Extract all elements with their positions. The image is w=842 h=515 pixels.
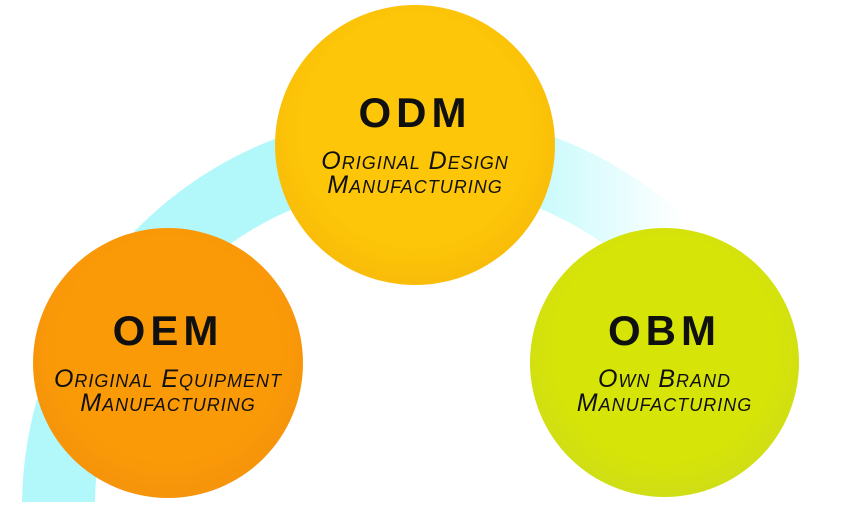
oem-title: OEM — [112, 307, 224, 355]
odm-title: ODM — [358, 89, 472, 137]
connector-arc-path — [22, 112, 690, 503]
odm-subtitle-line2: Manufacturing — [327, 171, 503, 199]
circle-obm: OBM Own Brand Manufacturing — [530, 228, 799, 497]
oem-subtitle-line2: Manufacturing — [80, 389, 256, 417]
circle-odm: ODM Original Design Manufacturing — [275, 5, 555, 285]
circle-oem: OEM Original Equipment Manufacturing — [33, 228, 303, 498]
obm-title: OBM — [608, 306, 721, 354]
odm-subtitle-line1: Original Design — [321, 147, 509, 176]
obm-subtitle-line1: Own Brand — [597, 364, 732, 393]
obm-subtitle-line2: Manufacturing — [576, 388, 753, 417]
oem-subtitle-line1: Original Equipment — [53, 365, 283, 394]
